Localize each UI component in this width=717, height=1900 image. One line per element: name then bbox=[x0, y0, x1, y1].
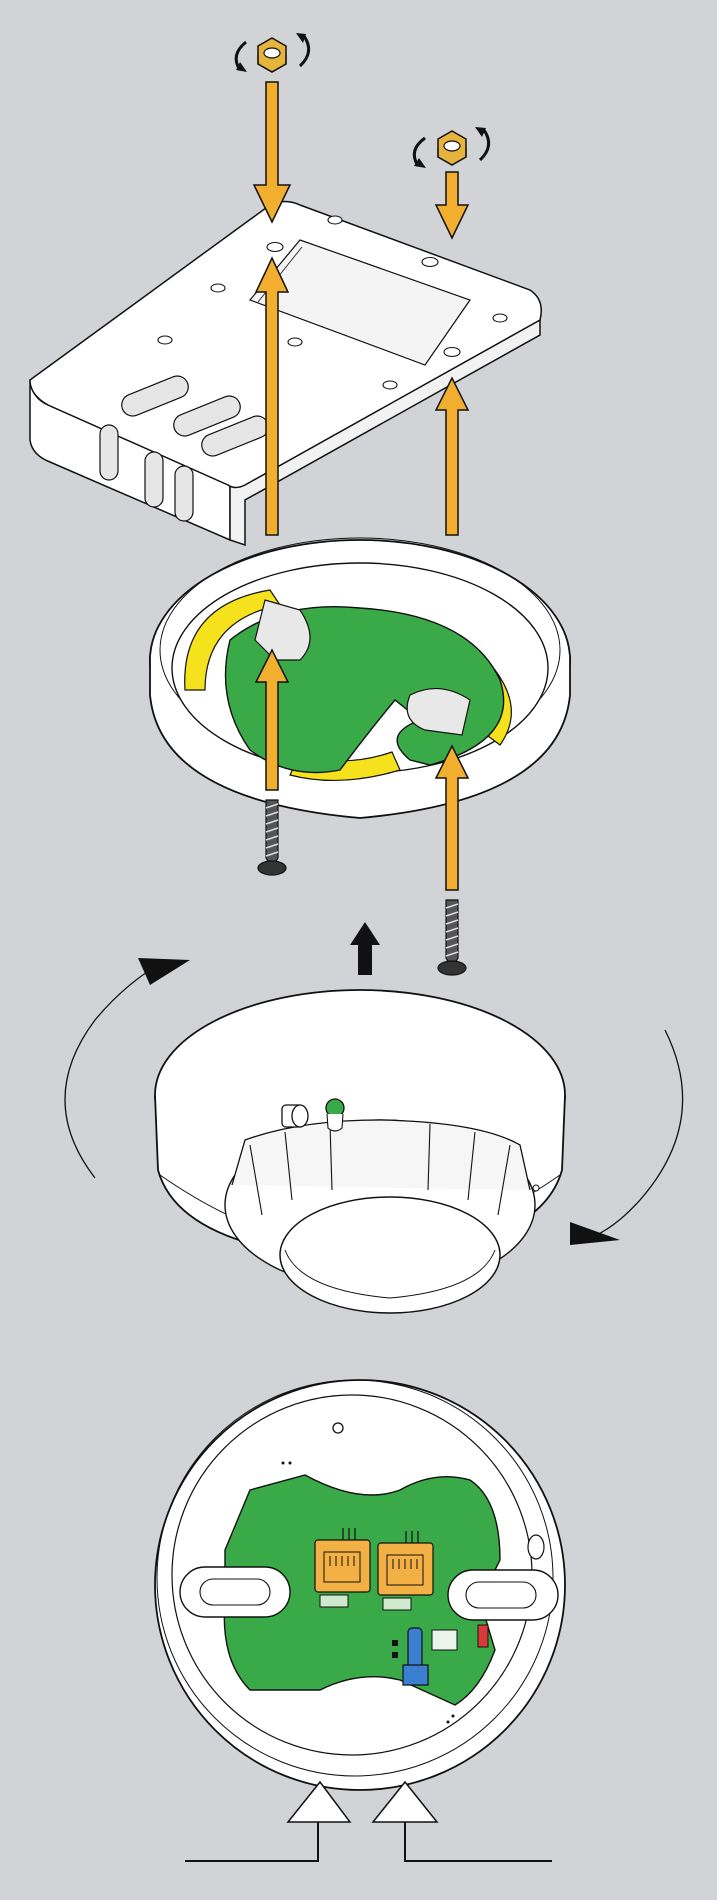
base-plan-view bbox=[154, 1379, 566, 1791]
rotation-arrow-icon bbox=[64, 958, 684, 1245]
arrow-up-icon bbox=[254, 648, 290, 791]
triangle-pointer-icon bbox=[371, 1780, 552, 1862]
screw-icon bbox=[437, 899, 467, 976]
screw-icon bbox=[257, 799, 287, 876]
rotate-arrows-icon bbox=[234, 33, 311, 72]
mounting-bracket bbox=[29, 200, 542, 547]
arrow-up-icon bbox=[434, 376, 470, 536]
detector-head bbox=[154, 989, 566, 1314]
arrow-down-icon bbox=[434, 171, 470, 240]
arrow-up-icon bbox=[254, 256, 290, 536]
arrow-down-icon bbox=[252, 81, 292, 224]
arrow-up-icon bbox=[350, 922, 380, 975]
triangle-pointer-icon bbox=[185, 1780, 352, 1862]
hex-nut-icon bbox=[257, 37, 287, 73]
arrow-up-icon bbox=[434, 744, 470, 891]
hex-nut-icon bbox=[437, 130, 467, 166]
rotate-arrows-icon bbox=[412, 127, 491, 168]
detector-base bbox=[149, 537, 571, 819]
